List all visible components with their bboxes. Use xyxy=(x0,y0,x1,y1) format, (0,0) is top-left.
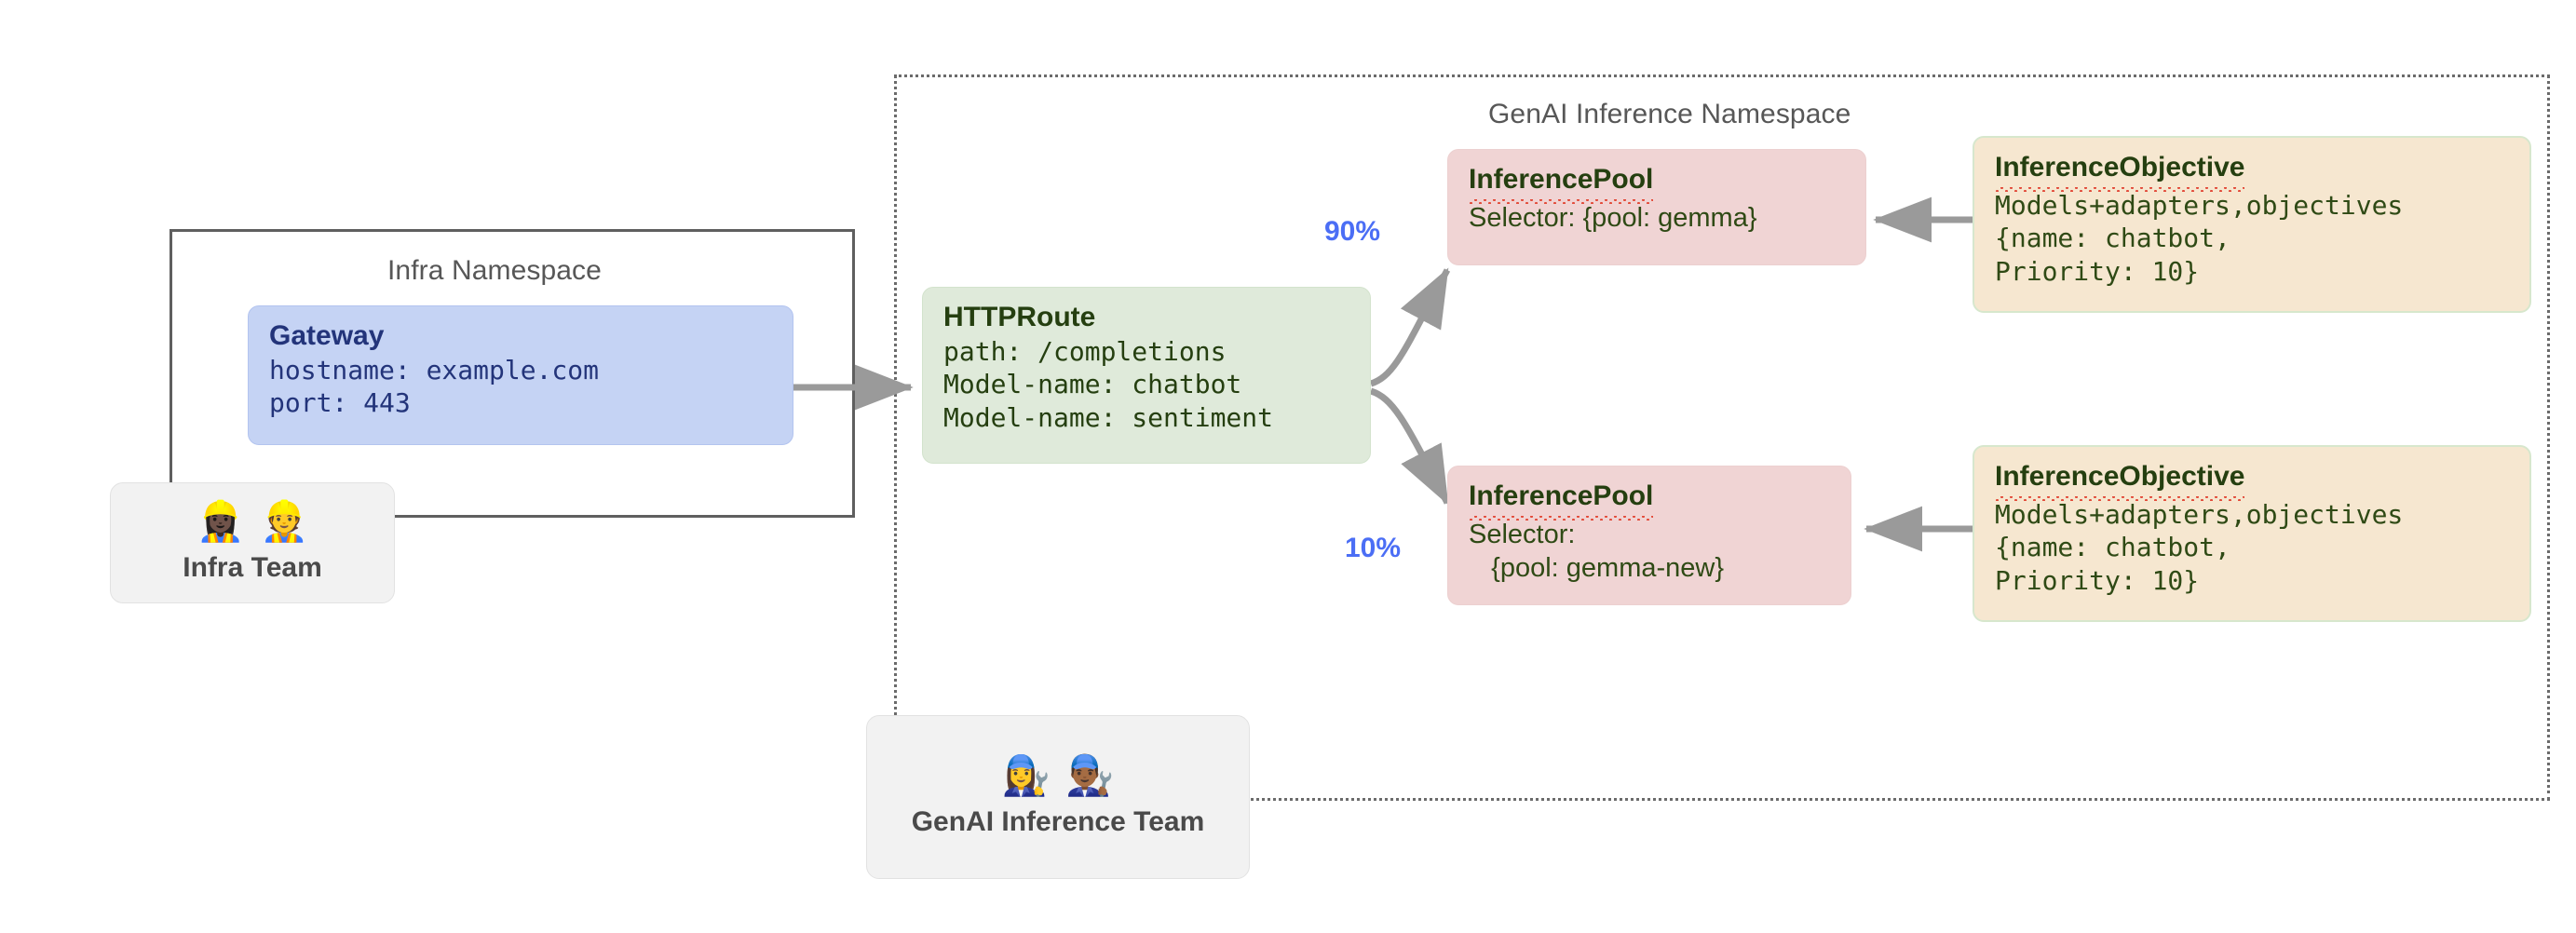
httproute-title: HTTPRoute xyxy=(943,302,1096,332)
infra-team-avatars: 👷🏿‍♀️👷 xyxy=(196,498,324,544)
inferencepool-top-selector-line: Selector: {pool: gemma} xyxy=(1469,202,1757,233)
edge-label-90-percent: 90% xyxy=(1324,216,1381,247)
gateway-title: Gateway xyxy=(269,320,385,351)
inferenceobjective-bottom-box[interactable]: InferenceObjective Models+adapters,objec… xyxy=(1973,445,2531,622)
genai-team-label: GenAI Inference Team xyxy=(911,806,1205,837)
inferencepool-bottom-title-text: InferencePool xyxy=(1469,480,1654,521)
httproute-model-name-chatbot-line: Model-name: chatbot xyxy=(943,369,1242,400)
inferenceobjective-top-priority-line: Priority: 10} xyxy=(1995,256,2200,288)
httproute-box[interactable]: HTTPRoute path: /completions Model-name:… xyxy=(922,287,1371,464)
infra-team-card[interactable]: 👷🏿‍♀️👷 Infra Team xyxy=(110,482,395,603)
inferencepool-bottom-title: InferencePool xyxy=(1469,480,1832,521)
inferenceobjective-bottom-title: InferenceObjective xyxy=(1995,460,2511,501)
genai-team-card[interactable]: 👩‍🔧👨🏾‍🔧 GenAI Inference Team xyxy=(866,715,1250,879)
inferenceobjective-top-box[interactable]: InferenceObjective Models+adapters,objec… xyxy=(1973,136,2531,313)
inferenceobjective-bottom-models-line: Models+adapters,objectives xyxy=(1995,498,2404,530)
inferenceobjective-top-models-line: Models+adapters,objectives xyxy=(1995,189,2404,221)
infra-namespace-region xyxy=(169,229,855,518)
httproute-model-name-sentiment-line: Model-name: sentiment xyxy=(943,402,1274,434)
inferenceobjective-top-name-line: {name: chatbot, xyxy=(1995,223,2230,254)
infra-team-label: Infra Team xyxy=(183,552,322,583)
inferencepool-top-title: InferencePool xyxy=(1469,163,1847,204)
infra-namespace-title: Infra Namespace xyxy=(387,255,602,286)
gateway-hostname-line: hostname: example.com xyxy=(269,354,600,385)
inferencepool-bottom-selector-line: Selector: xyxy=(1469,519,1576,549)
edge-label-10-percent: 10% xyxy=(1345,533,1402,563)
inferencepool-bottom-selector-value-line: {pool: gemma-new} xyxy=(1469,553,1725,584)
gateway-port-line: port: 443 xyxy=(269,387,411,419)
genai-namespace-title: GenAI Inference Namespace xyxy=(1488,99,1851,129)
httproute-path-line: path: /completions xyxy=(943,335,1227,367)
inferenceobjective-bottom-priority-line: Priority: 10} xyxy=(1995,565,2200,597)
inferenceobjective-top-title-text: InferenceObjective xyxy=(1995,151,2245,192)
inferenceobjective-bottom-name-line: {name: chatbot, xyxy=(1995,532,2230,563)
inferencepool-top-box[interactable]: InferencePool Selector: {pool: gemma} xyxy=(1447,149,1866,265)
genai-namespace-region xyxy=(894,74,2550,801)
inferencepool-bottom-box[interactable]: InferencePool Selector: {pool: gemma-new… xyxy=(1447,466,1851,605)
inferenceobjective-bottom-title-text: InferenceObjective xyxy=(1995,460,2245,501)
inferenceobjective-top-title: InferenceObjective xyxy=(1995,151,2511,192)
genai-team-avatars: 👩‍🔧👨🏾‍🔧 xyxy=(1001,752,1130,798)
gateway-box[interactable]: Gateway hostname: example.com port: 443 xyxy=(248,305,793,445)
inferencepool-top-title-text: InferencePool xyxy=(1469,163,1654,204)
